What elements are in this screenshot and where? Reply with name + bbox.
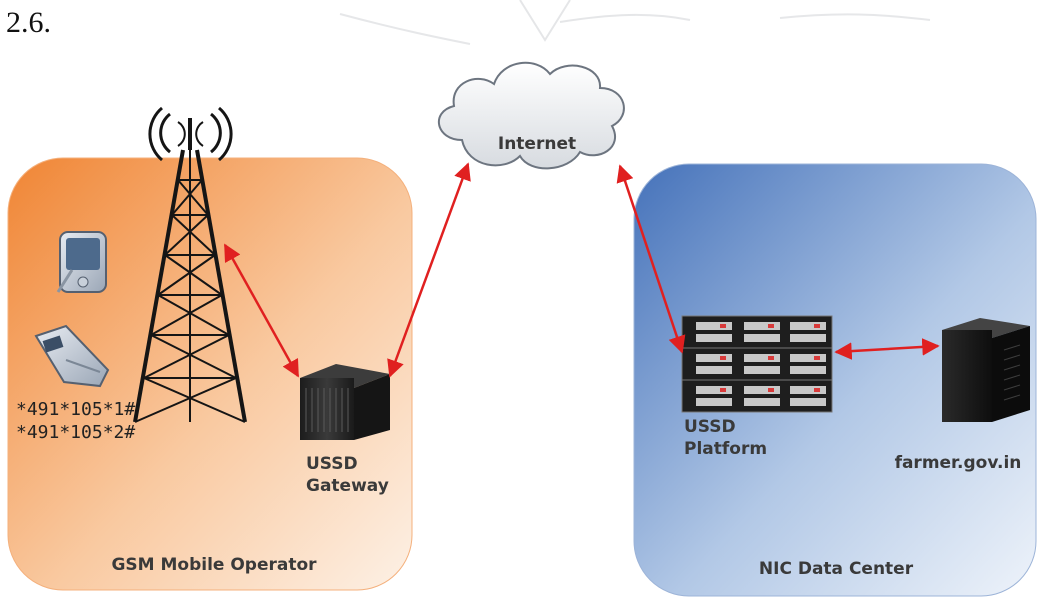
internet-cloud-icon	[437, 61, 625, 170]
platform-label-line2: Platform	[684, 439, 767, 459]
pda-device-icon	[56, 231, 107, 293]
connectors	[223, 162, 940, 378]
internet-platform-connector	[616, 164, 686, 354]
ussd-code-2: *491*105*2#	[16, 422, 135, 443]
gateway-internet-connector	[387, 162, 471, 378]
radio-tower-icon	[133, 106, 247, 423]
ussd-gateway-server-icon	[300, 364, 390, 440]
flip-phone-icon	[34, 324, 110, 388]
tower-gateway-connector	[223, 243, 300, 378]
ussd-platform-rack-icon	[681, 315, 833, 413]
internet-label: Internet	[498, 134, 576, 154]
gateway-label-line1: USSD	[306, 454, 358, 474]
nic-datacenter-label: NIC Data Center	[759, 559, 914, 579]
watermark-emblem	[339, 0, 931, 45]
server-label: farmer.gov.in	[895, 453, 1022, 473]
gsm-operator-label: GSM Mobile Operator	[111, 555, 317, 575]
platform-label-line1: USSD	[684, 417, 736, 437]
nic-datacenter-panel	[633, 163, 1037, 597]
platform-server-connector	[834, 338, 940, 360]
figure-number: 2.6.	[6, 6, 51, 39]
ussd-code-1: *491*105*1#	[16, 399, 135, 420]
gateway-label-line2: Gateway	[306, 476, 389, 496]
web-server-icon	[942, 318, 1030, 422]
